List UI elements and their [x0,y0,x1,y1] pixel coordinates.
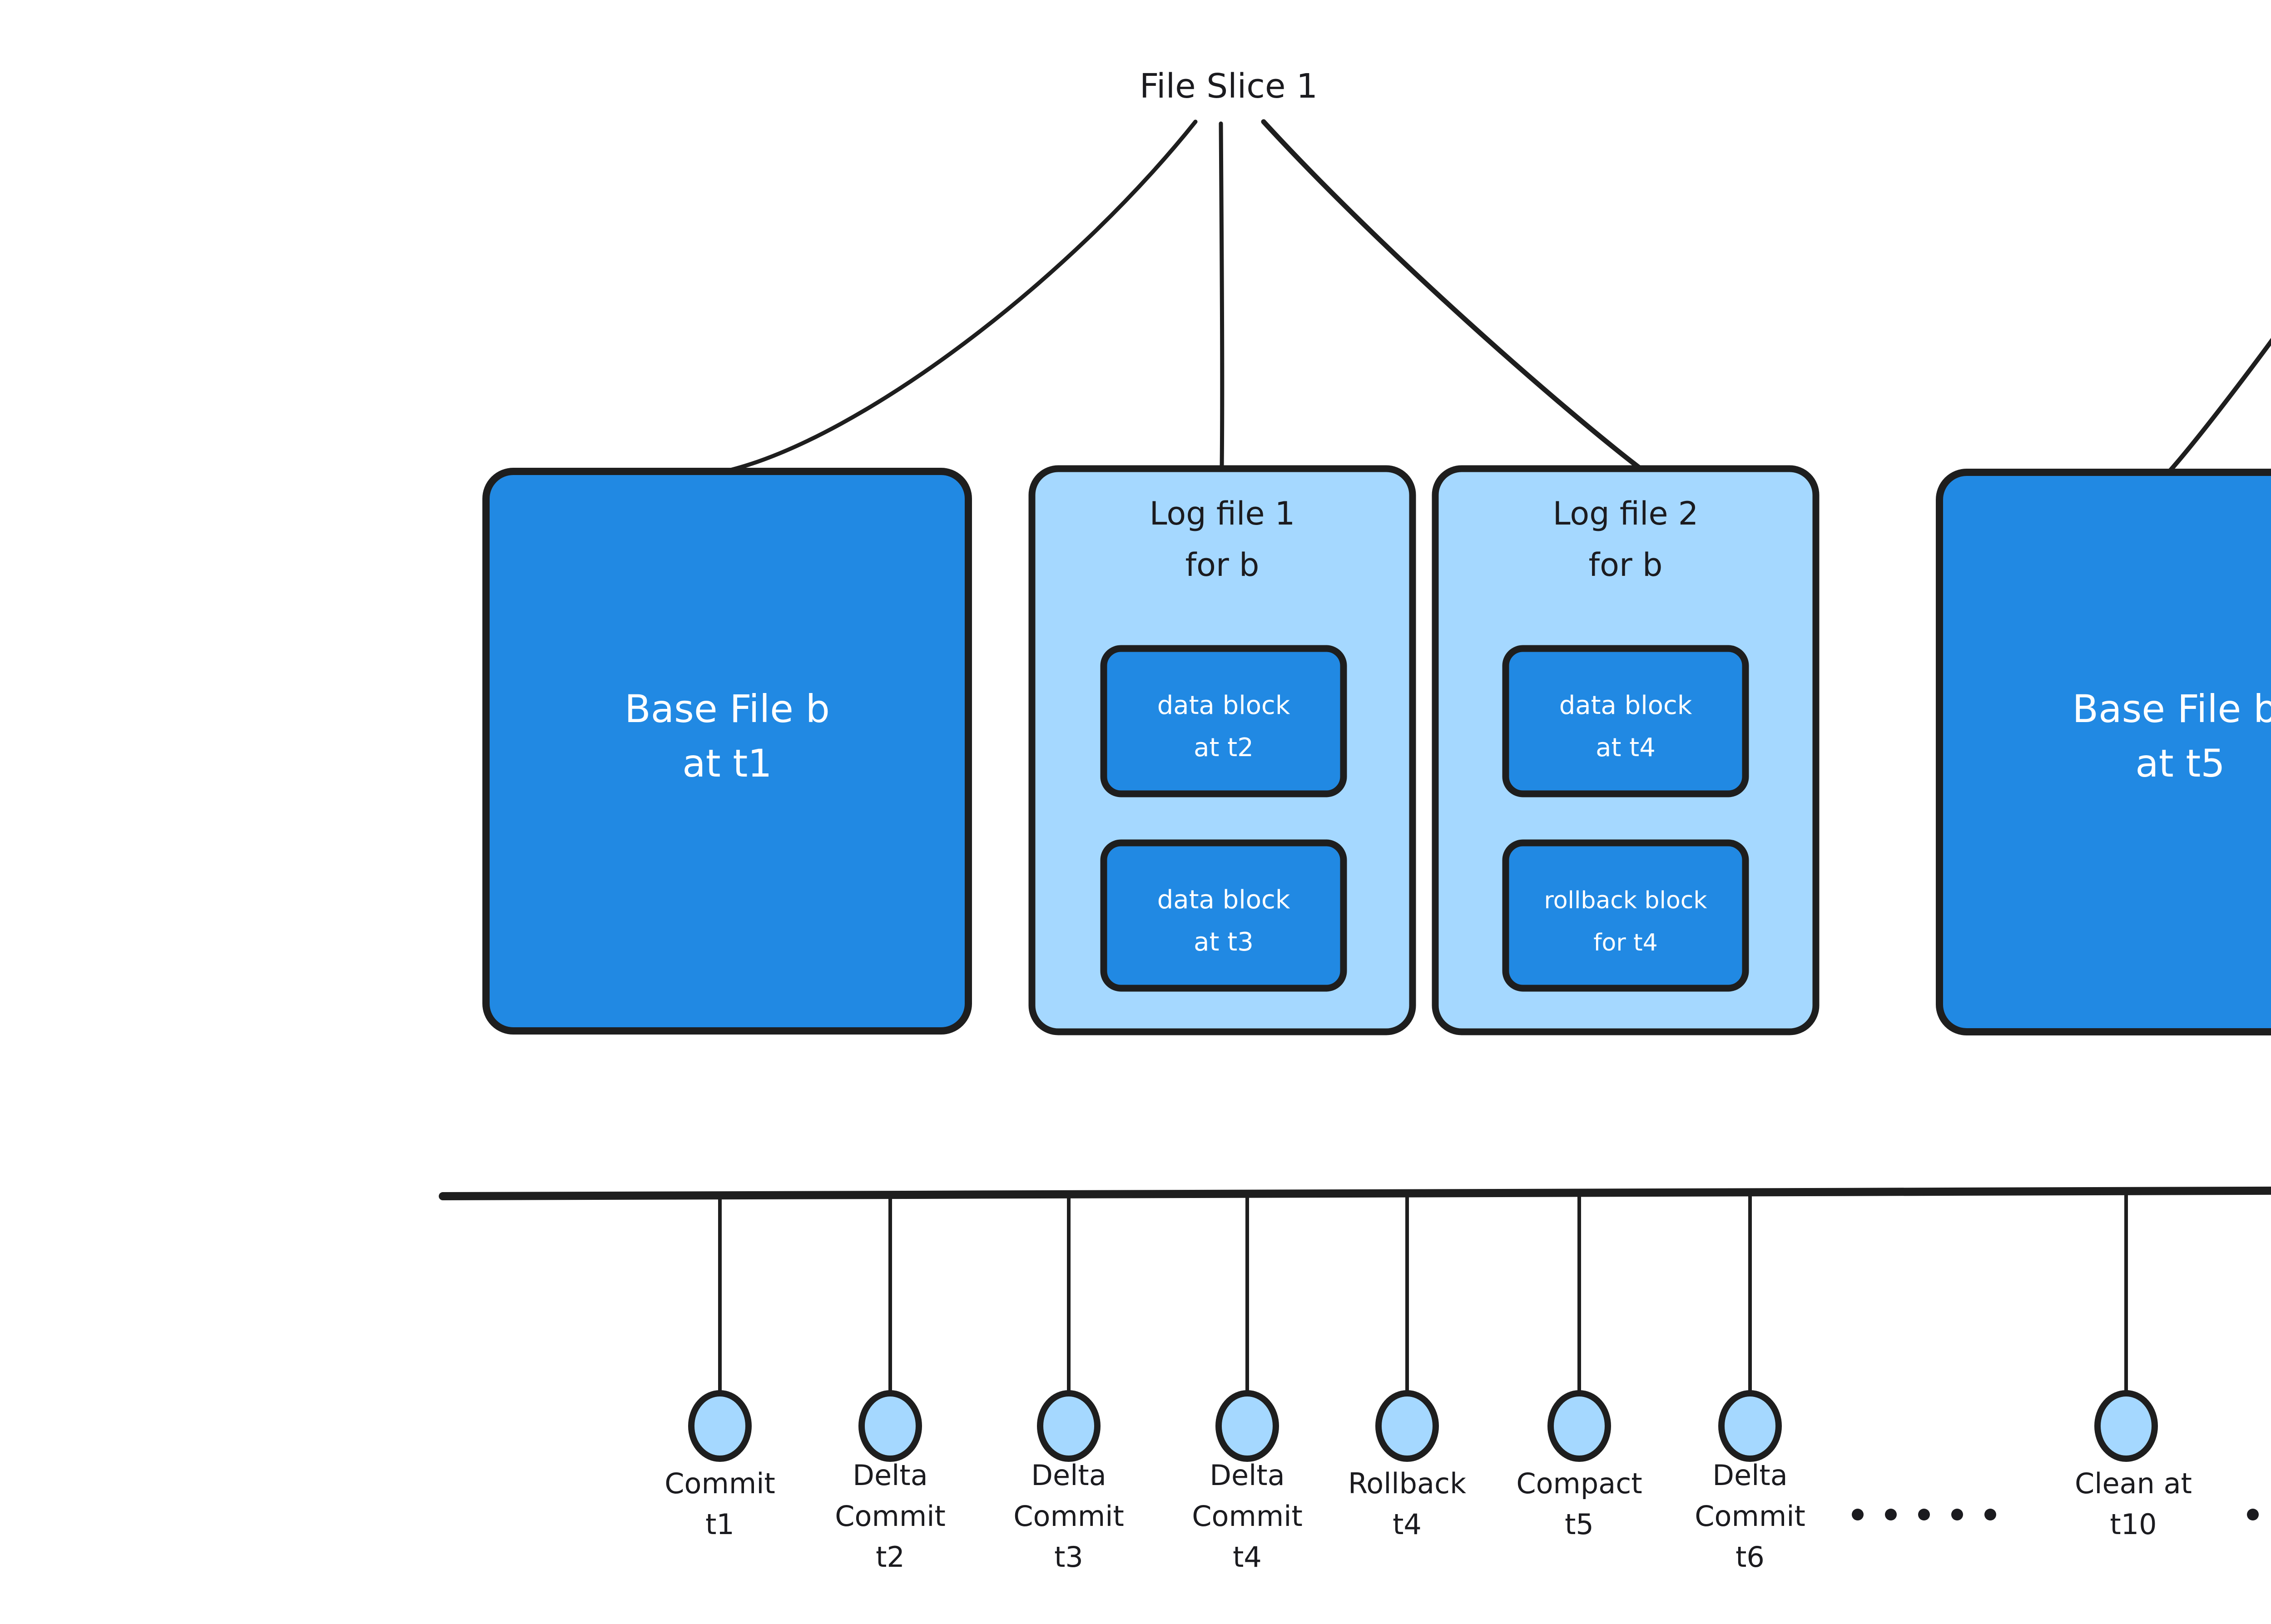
data-block-t2[interactable]: data block at t2 [1100,645,1347,797]
label-delta-commit-t2-line-3: t2 [876,1540,905,1574]
label-commit-t1-line-2: t1 [705,1508,734,1541]
log-file-2-for-b-title-line-2: for b [1589,546,1663,584]
base-file-b-title-line-1: Base File b [625,687,830,731]
ellipsis-dot [1984,1509,1996,1520]
timeline-event-rollback-t4[interactable]: Rollback t4 [1348,1196,1466,1541]
timeline-axis-line [439,1186,2271,1200]
data-block-t4[interactable]: data block at t4 [1502,645,1749,797]
data-block-t4-rect[interactable] [1502,645,1749,797]
timeline-ellipsis-group-1 [1852,1509,1996,1520]
label-delta-commit-t6-line-1: Delta [1712,1459,1787,1492]
data-block-t4-line-2: at t4 [1596,733,1656,762]
label-delta-commit-t3-line-1: Delta [1031,1459,1106,1492]
label-delta-commit-t4-line-3: t4 [1233,1540,1262,1574]
label-delta-commit-t3-line-3: t3 [1054,1540,1083,1574]
rollback-block-t4-rect[interactable] [1502,839,1749,992]
timeline-event-delta-commit-t2[interactable]: Delta Commit t2 [835,1198,946,1574]
node-delta-commit-t3[interactable] [1037,1390,1101,1462]
ellipsis-dot [1885,1509,1897,1520]
ellipsis-dot [1951,1509,1963,1520]
data-block-t2-line-2: at t2 [1194,733,1254,762]
node-compact-t5[interactable] [1547,1390,1611,1462]
timeline-axis[interactable]: Timeline [439,1115,2271,1224]
data-block-t2-line-1: data block [1157,691,1290,720]
file-slice-1-label: File Slice 1 [1140,67,1318,106]
base-file-b-prime-title-line-2: at t5 [2135,741,2225,786]
node-delta-commit-t6[interactable] [1718,1390,1782,1462]
base-file-b-prime-rect[interactable] [1936,469,2271,1035]
timeline-event-delta-commit-t6[interactable]: Delta Commit t6 [1695,1195,1805,1574]
label-rollback-t4-line-1: Rollback [1348,1467,1466,1500]
base-file-b-title-line-2: at t1 [682,741,772,786]
node-commit-t1[interactable] [688,1390,752,1462]
timeline-event-clean-t10[interactable]: Clean at t10 [2075,1193,2192,1541]
data-block-t4-line-1: data block [1559,691,1692,720]
label-clean-t10-line-1: Clean at [2075,1467,2192,1500]
timeline-event-commit-t1[interactable]: Commit t1 [664,1198,775,1541]
node-clean-t10[interactable] [2094,1390,2158,1462]
label-delta-commit-t6-line-3: t6 [1735,1540,1765,1574]
rollback-block-t4-line-2: for t4 [1593,929,1658,956]
base-file-b-card[interactable]: Base File b at t1 [482,468,972,1035]
ellipsis-dot [1852,1509,1864,1520]
label-delta-commit-t6-line-2: Commit [1695,1500,1805,1533]
file-slice-2-connectors [2168,337,2271,473]
label-compact-t5-line-2: t5 [1565,1508,1594,1541]
connector-slice1-to-log-file-1 [1219,121,1225,470]
base-file-b-prime-title-line-1: Base File b' [2073,687,2271,731]
label-delta-commit-t4-line-1: Delta [1210,1459,1284,1492]
data-block-t3-rect[interactable] [1100,839,1347,992]
rollback-block-t4-line-1: rollback block [1544,887,1707,914]
node-rollback-t4[interactable] [1375,1390,1439,1462]
timeline-events: Commit t1 Delta Commit t2 Delta Commit t… [664,1193,2259,1574]
data-block-t2-rect[interactable] [1100,645,1347,797]
label-compact-t5-line-1: Compact [1516,1467,1642,1500]
log-file-1-for-b-title-line-1: Log file 1 [1150,495,1295,532]
log-file-2-for-b-card[interactable]: Log file 2 for b data block at t4 rollba… [1432,465,1820,1035]
connector-slice1-to-log-file-2 [1261,119,1643,471]
label-commit-t1-line-1: Commit [664,1467,775,1500]
file-slice-1-connectors [728,119,1643,472]
timeline-event-delta-commit-t3[interactable]: Delta Commit t3 [1013,1197,1124,1574]
data-block-t3-line-2: at t3 [1194,927,1254,957]
timeline-ellipsis-group-2 [2247,1509,2259,1520]
node-delta-commit-t4[interactable] [1215,1390,1279,1462]
timeline-event-compact-t5[interactable]: Compact t5 [1516,1196,1642,1541]
label-delta-commit-t2-line-1: Delta [853,1459,927,1492]
connector-slice1-to-base-file-b [728,119,1198,472]
label-delta-commit-t2-line-2: Commit [835,1500,946,1533]
node-delta-commit-t2[interactable] [858,1390,922,1462]
data-block-t3[interactable]: data block at t3 [1100,839,1347,992]
ellipsis-dot [1918,1509,1930,1520]
label-delta-commit-t3-line-2: Commit [1013,1500,1124,1533]
label-rollback-t4-line-2: t4 [1393,1508,1422,1541]
log-file-1-for-b-card[interactable]: Log file 1 for b data block at t2 data b… [1028,465,1416,1035]
data-block-t3-line-1: data block [1157,885,1290,915]
log-file-1-for-b-title-line-2: for b [1185,546,1259,584]
connector-slice2-to-base-file-b-prime [2168,337,2271,473]
log-file-2-for-b-title-line-1: Log file 2 [1553,495,1699,532]
timeline-event-delta-commit-t4[interactable]: Delta Commit t4 [1192,1197,1303,1574]
ellipsis-dot [2247,1509,2259,1520]
label-clean-t10-line-2: t10 [2110,1508,2157,1541]
base-file-b-prime-card[interactable]: Base File b' at t5 [1936,469,2271,1035]
base-file-b-rect[interactable] [482,468,972,1035]
rollback-block-t4[interactable]: rollback block for t4 [1502,839,1749,992]
label-delta-commit-t4-line-2: Commit [1192,1500,1303,1533]
